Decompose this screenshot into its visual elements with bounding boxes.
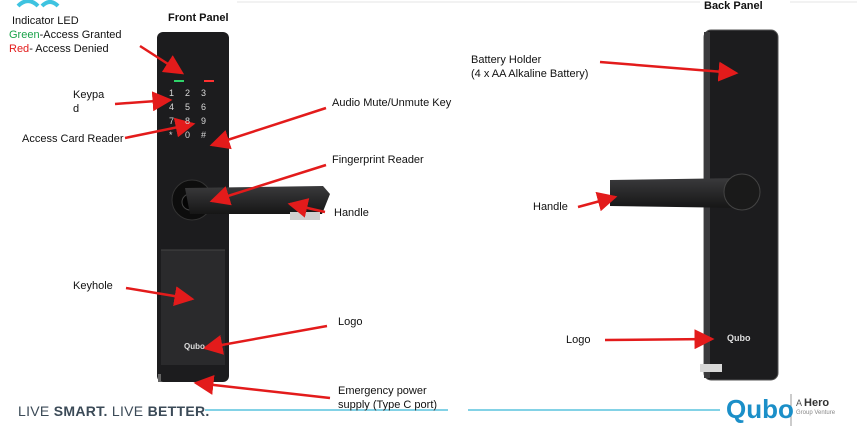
key-9: 9: [201, 116, 207, 126]
back-handle-rosette: [723, 173, 761, 211]
label-fingerprint: Fingerprint Reader: [332, 154, 424, 166]
battery-line-2: (4 x AA Alkaline Battery): [471, 68, 589, 80]
key-3: 3: [201, 88, 207, 98]
key-hash: #: [201, 130, 207, 140]
arrow-battery-holder: [599, 60, 739, 82]
key-1: 1: [169, 88, 175, 98]
front-device-logo: Qubo: [184, 342, 205, 351]
arrows: [114, 44, 739, 400]
arrow-indicator-led: [139, 44, 185, 75]
back-lock: [610, 29, 779, 381]
red-rest: - Access Denied: [29, 43, 109, 55]
key-5: 5: [185, 102, 191, 112]
arrow-audio-mute: [209, 106, 327, 150]
red-led: [204, 80, 214, 82]
emergency-line-2: supply (Type C port): [338, 399, 438, 411]
key-4: 4: [169, 102, 175, 112]
key-8: 8: [185, 116, 191, 126]
indicator-led-green: Green-Access Granted: [9, 28, 122, 42]
arrow-front-handle: [287, 198, 326, 218]
label-keypad: Keypa d: [73, 88, 104, 116]
back-handle: [610, 178, 742, 208]
footer-tagline: LIVE SMART. LIVE BETTER.: [18, 403, 210, 419]
label-back-handle: Handle: [533, 201, 568, 213]
arrow-front-logo: [202, 324, 328, 355]
arrow-card-reader: [124, 117, 196, 140]
arrow-fingerprint: [209, 163, 327, 206]
battery-line-1: Battery Holder: [471, 54, 542, 66]
label-front-logo: Logo: [338, 316, 363, 328]
key-star: *: [169, 130, 173, 140]
label-indicator-led: Indicator LED Green-Access Granted Red- …: [9, 14, 122, 56]
label-battery-holder: Battery Holder (4 x AA Alkaline Battery): [471, 53, 588, 81]
green-rest: -Access Granted: [39, 29, 122, 41]
corner-logo-fragment: [16, 0, 60, 8]
brand-logo: Qubo: [726, 394, 794, 424]
keypad-line-1: Keypa: [73, 89, 105, 101]
hero-prefix: A: [796, 398, 805, 408]
front-panel-title: Front Panel: [168, 12, 229, 24]
back-device-logo: Qubo: [727, 333, 751, 343]
back-latch: [700, 364, 722, 372]
label-back-logo: Logo: [566, 334, 591, 346]
arrow-back-handle: [577, 191, 618, 212]
emergency-port: [158, 374, 161, 382]
front-handle: [185, 186, 330, 214]
label-emergency-power: Emergency power supply (Type C port): [338, 384, 437, 412]
tagline-smart: SMART.: [53, 403, 108, 419]
front-handle-latch: [290, 212, 320, 220]
label-front-handle: Handle: [334, 207, 369, 219]
hero-word: Hero: [804, 397, 830, 409]
keypad-line-2: d: [73, 103, 80, 115]
front-keypad: 1 2 3 4 5 6 7 8 9 * 0 #: [169, 88, 219, 140]
tagline-live-2: LIVE: [107, 403, 148, 419]
key-2: 2: [185, 88, 191, 98]
emergency-line-1: Emergency power: [338, 385, 427, 397]
tagline-better: BETTER.: [147, 403, 210, 419]
hero-group-badge: A Hero Group Venture: [796, 398, 835, 418]
key-0: 0: [185, 130, 191, 140]
indicator-led-title: Indicator LED: [12, 15, 79, 27]
hero-subtitle: Group Venture: [796, 410, 836, 416]
indicator-led-red: Red- Access Denied: [9, 42, 122, 56]
label-keyhole: Keyhole: [73, 280, 113, 292]
back-panel-title: Back Panel: [704, 0, 763, 12]
key-7: 7: [169, 116, 175, 126]
arrow-keypad: [114, 91, 173, 112]
arrow-keyhole: [125, 286, 195, 306]
arrow-back-logo: [604, 329, 715, 350]
green-led: [174, 80, 184, 82]
green-word: Green: [9, 29, 40, 41]
key-6: 6: [201, 102, 207, 112]
label-card-reader: Access Card Reader: [22, 133, 124, 145]
red-word: Red: [9, 43, 30, 55]
arrow-emergency-power: [193, 375, 331, 400]
label-audio-mute: Audio Mute/Unmute Key: [332, 97, 452, 109]
tagline-live-1: LIVE: [18, 403, 54, 419]
